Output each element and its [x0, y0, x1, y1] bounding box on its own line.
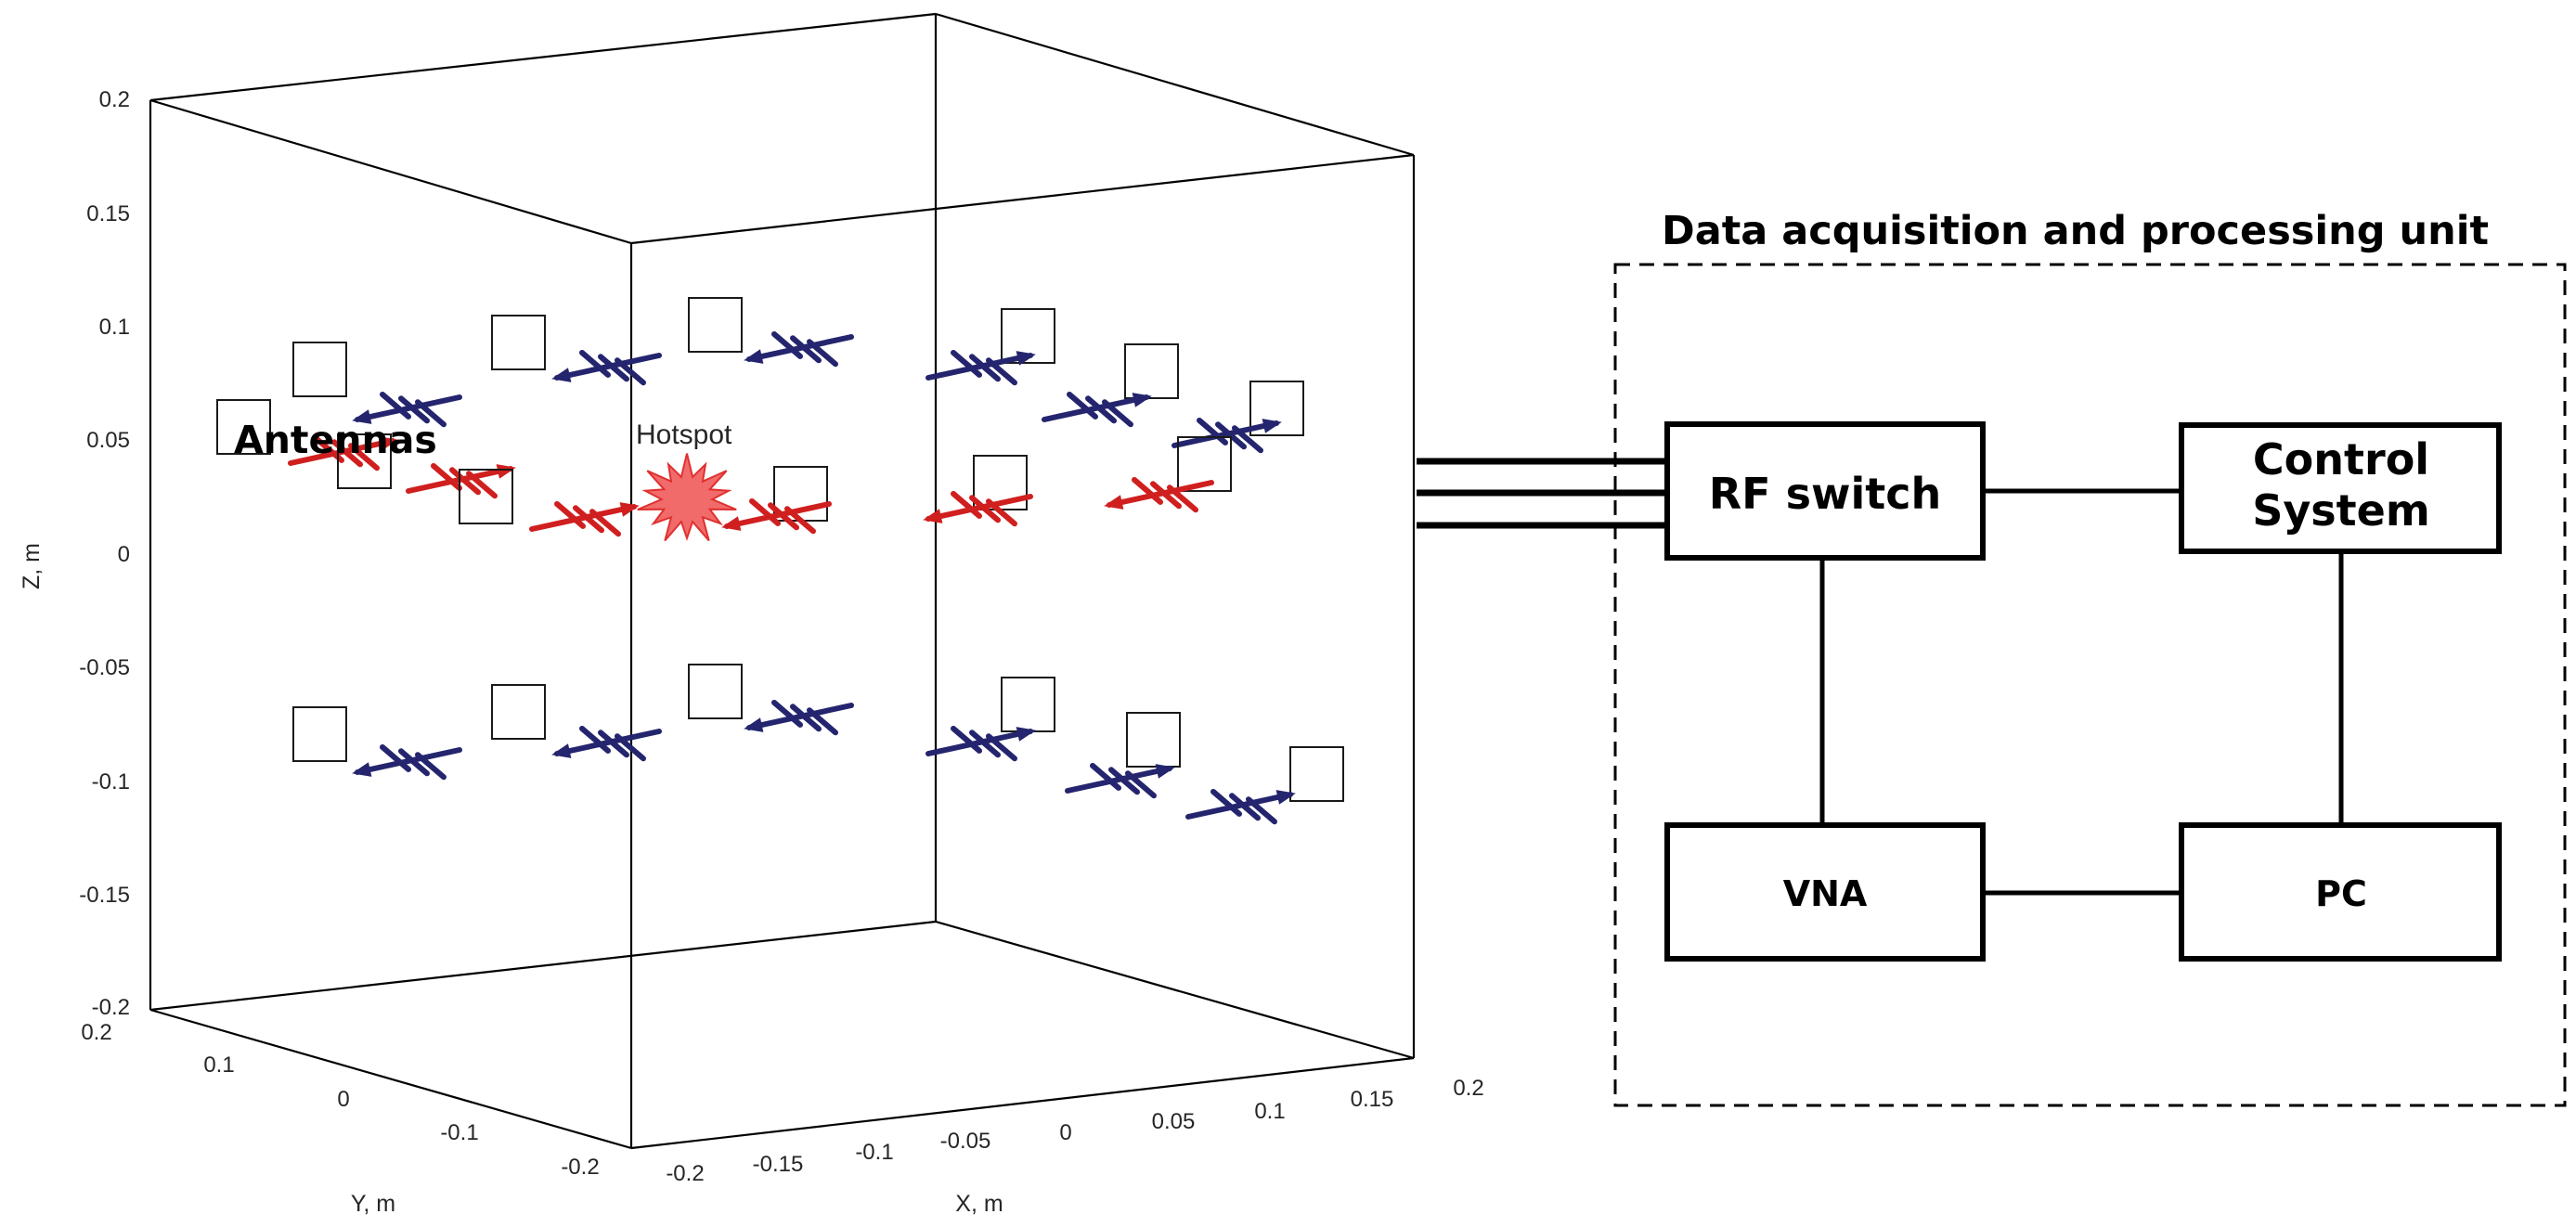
pc-block: PC: [2179, 822, 2502, 962]
antenna-box: [491, 315, 546, 370]
x-axis: -0.2 -0.15 -0.1 -0.05 0 0.05 0.1 0.15 0.…: [666, 1076, 1483, 1217]
rf-switch-label: RF switch: [1709, 469, 1942, 519]
y-tick: -0.1: [440, 1120, 478, 1145]
x-axis-label: X, m: [955, 1191, 1003, 1217]
antenna-box: [216, 399, 271, 455]
antenna-icon: [744, 699, 854, 736]
control-system-block: Control System: [2179, 422, 2502, 554]
antenna-icon: [1065, 762, 1175, 799]
x-tick: 0.2: [1453, 1076, 1483, 1101]
control-system-label-line1: Control: [2253, 434, 2429, 484]
z-axis-label: Z, m: [19, 543, 45, 589]
antenna-box: [1126, 712, 1181, 768]
y-tick: -0.2: [561, 1155, 599, 1180]
y-axis-label: Y, m: [351, 1191, 395, 1217]
x-tick: 0.15: [1351, 1087, 1394, 1112]
antenna-box: [1001, 677, 1055, 732]
antenna-icon: [1171, 417, 1282, 454]
antenna-icon: [1185, 788, 1296, 825]
cable-bundle: [1417, 458, 1667, 529]
antenna-icon: [352, 743, 462, 781]
antenna-box: [1124, 343, 1179, 399]
unit-dashed-frame: [1613, 263, 2567, 1107]
antenna-box: [337, 433, 392, 489]
antenna-array: [216, 297, 1344, 825]
hotspot-label: Hotspot: [636, 420, 732, 450]
x-tick: 0.1: [1254, 1099, 1285, 1124]
z-tick: -0.1: [92, 769, 130, 794]
antenna-box: [1001, 308, 1055, 364]
plot-box: [149, 12, 1416, 1150]
y-tick: 0.1: [203, 1053, 234, 1078]
y-tick: 0.2: [81, 1020, 111, 1045]
x-tick: -0.05: [940, 1129, 991, 1154]
control-system-label-line2: System: [2252, 485, 2430, 536]
antenna-icon: [926, 725, 1036, 762]
antenna-box: [688, 664, 743, 719]
vna-label: VNA: [1783, 873, 1868, 914]
antenna-box: [1249, 381, 1304, 436]
antenna-box: [1177, 436, 1232, 492]
antenna-icon: [926, 349, 1036, 386]
z-tick: -0.05: [79, 655, 130, 680]
antenna-icon: [721, 497, 832, 535]
z-tick: -0.15: [79, 883, 130, 908]
pc-label: PC: [2315, 873, 2367, 914]
x-tick: 0: [1059, 1120, 1071, 1145]
z-tick: 0.2: [99, 87, 130, 112]
x-tick: -0.2: [666, 1161, 704, 1186]
x-tick: -0.1: [855, 1140, 893, 1165]
hotspot-star-icon: [637, 453, 737, 542]
antenna-box: [1289, 746, 1344, 802]
antennas-label: Antennas: [234, 418, 437, 462]
antenna-icon: [1104, 476, 1214, 513]
antenna-icon: [923, 490, 1033, 527]
antenna-icon: [744, 330, 854, 368]
rf-switch-block: RF switch: [1664, 421, 1986, 561]
z-tick: 0.1: [99, 315, 130, 340]
x-tick: -0.15: [753, 1152, 804, 1177]
antenna-icon: [352, 391, 462, 428]
antenna-box: [292, 342, 347, 397]
unit-title: Data acquisition and processing unit: [1662, 208, 2489, 254]
y-axis: 0.2 0.1 0 -0.1 -0.2 Y, m: [81, 1020, 599, 1217]
z-tick: -0.2: [92, 995, 130, 1020]
z-tick: 0.05: [86, 428, 130, 453]
antenna-box: [491, 684, 546, 740]
hotspot: Hotspot: [636, 420, 737, 542]
y-tick: 0: [337, 1087, 349, 1112]
vna-block: VNA: [1664, 822, 1986, 962]
antenna-box: [459, 469, 513, 524]
z-axis: 0.2 0.15 0.1 0.05 0 -0.05 -0.1 -0.15 -0.…: [19, 87, 130, 1020]
antenna-icon: [1042, 391, 1152, 428]
data-acquisition-unit: Data acquisition and processing unit RF …: [1613, 208, 2567, 1107]
z-tick: 0: [118, 542, 130, 567]
x-tick: 0.05: [1152, 1109, 1196, 1134]
antenna-icon: [551, 725, 662, 762]
antenna-box: [292, 706, 347, 762]
antenna-icon: [529, 500, 640, 537]
z-tick: 0.15: [86, 201, 130, 226]
antenna-icon: [551, 349, 662, 386]
antenna-box: [688, 297, 743, 353]
